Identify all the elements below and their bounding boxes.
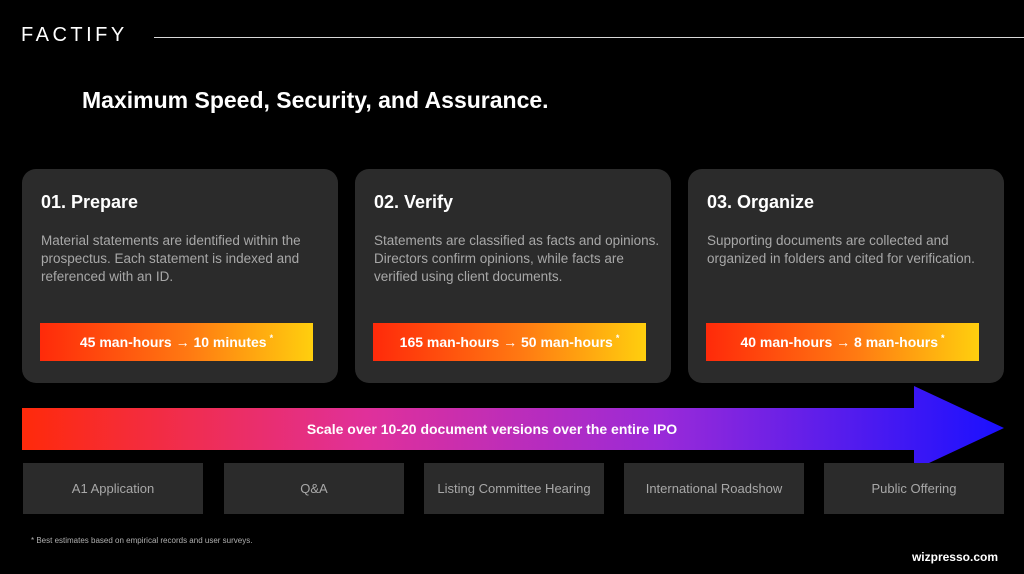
step-title: 01. Prepare bbox=[41, 192, 139, 212]
stage-a1-application: A1 Application bbox=[23, 463, 203, 514]
step-title: 02. Verify bbox=[374, 192, 454, 212]
step-metric-badge: 45 man-hours → 10 minutes* bbox=[40, 323, 313, 361]
step-metric-text: 165 man-hours → 50 man-hours bbox=[399, 334, 613, 350]
stage-public-offering: Public Offering bbox=[824, 463, 1004, 514]
scale-arrow-label: Scale over 10-20 document versions over … bbox=[306, 421, 678, 437]
scale-arrow bbox=[22, 386, 1004, 470]
header-divider bbox=[154, 37, 1024, 38]
stage-listing-committee-hearing: Listing Committee Hearing bbox=[424, 463, 604, 514]
step-description: Supporting documents are collected and o… bbox=[707, 233, 975, 266]
factify-logo: FACTIFY bbox=[21, 24, 128, 46]
footnote-marker: * bbox=[269, 333, 274, 343]
page-title: Maximum Speed, Security, and Assurance. bbox=[82, 87, 549, 113]
stage-qa: Q&A bbox=[224, 463, 404, 514]
step-metric-badge: 165 man-hours → 50 man-hours* bbox=[373, 323, 646, 361]
footnote: * Best estimates based on empirical reco… bbox=[31, 536, 253, 545]
step-metric-text: 40 man-hours → 8 man-hours bbox=[740, 334, 939, 350]
step-card-verify: 02. Verify Statements are classified as … bbox=[355, 169, 671, 383]
footnote-marker: * bbox=[941, 333, 945, 343]
stage-international-roadshow: International Roadshow bbox=[624, 463, 804, 514]
step-description: Statements are classified as facts and o… bbox=[374, 233, 660, 284]
step-card-prepare: 01. Prepare Material statements are iden… bbox=[22, 169, 338, 383]
step-metric-badge: 40 man-hours → 8 man-hours* bbox=[706, 323, 979, 361]
step-card-organize: 03. Organize Supporting documents are co… bbox=[688, 169, 1004, 383]
step-title: 03. Organize bbox=[707, 192, 815, 212]
footnote-marker: * bbox=[615, 333, 620, 343]
step-description: Material statements are identified withi… bbox=[41, 233, 301, 284]
website-link[interactable]: wizpresso.com bbox=[911, 550, 998, 564]
step-metric-text: 45 man-hours → 10 minutes bbox=[79, 334, 267, 350]
